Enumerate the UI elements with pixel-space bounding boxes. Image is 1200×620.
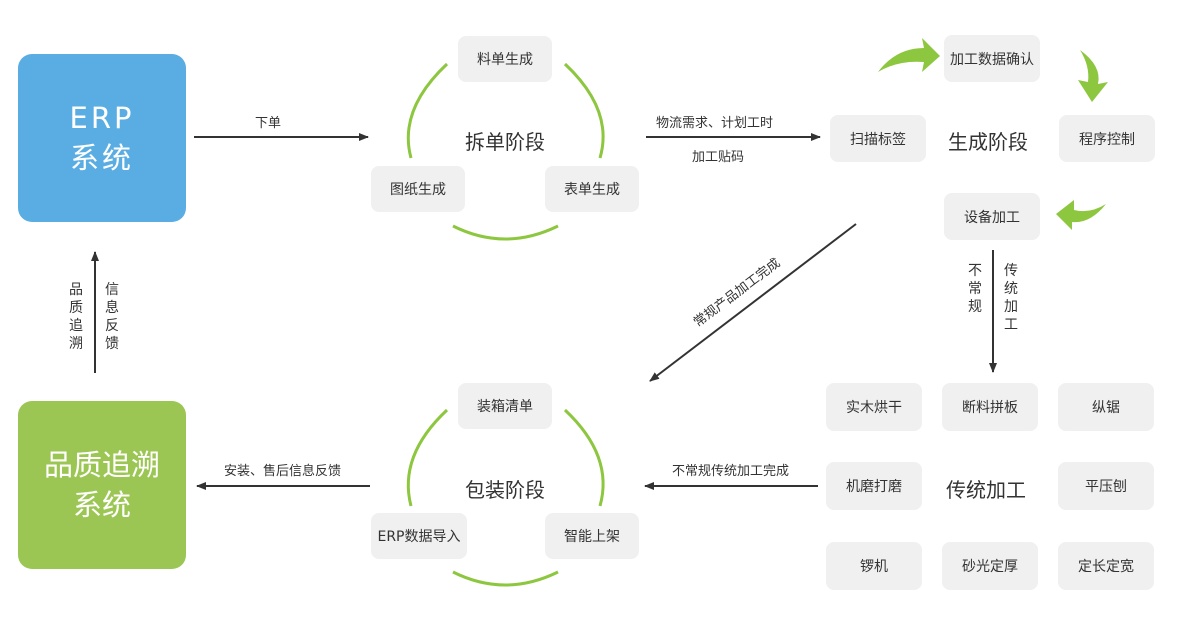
erp-system-box: ERP 系统 [18, 54, 186, 222]
production-item-scan-label: 扫描标签 [830, 115, 926, 162]
quality-system-line2: 系统 [72, 488, 131, 522]
label-trace-vertical: 品质追溯 [69, 282, 83, 352]
curved-arrow-right-icon [878, 38, 940, 72]
split-item-drawing: 图纸生成 [371, 166, 465, 212]
label-logistics: 物流需求、计划工时 [656, 116, 774, 131]
traditional-item-planer: 平压刨 [1058, 462, 1154, 510]
quality-system-line1: 品质追溯 [43, 448, 160, 482]
production-item-equipment: 设备加工 [944, 193, 1040, 240]
packing-stage-title: 包装阶段 [465, 478, 545, 502]
regular-done-arrow [649, 223, 857, 382]
split-stage-title: 拆单阶段 [465, 130, 545, 154]
quality-system-box: 品质追溯 系统 [18, 401, 186, 569]
label-labeling: 加工贴码 [692, 150, 745, 165]
traditional-item-drying: 实木烘干 [826, 383, 922, 431]
curved-arrow-left-icon [1056, 200, 1106, 230]
label-install-feedback: 安装、售后信息反馈 [224, 464, 342, 479]
label-irregular-done: 不常规传统加工完成 [672, 464, 790, 479]
traditional-item-rip-saw: 纵锯 [1058, 383, 1154, 431]
label-irregular-vertical: 不常规 [968, 263, 982, 315]
production-item-program-control: 程序控制 [1059, 115, 1155, 162]
production-item-data-confirm: 加工数据确认 [944, 35, 1040, 82]
erp-system-line1: ERP [69, 101, 135, 135]
label-traditional-vertical: 传统加工 [1004, 263, 1018, 333]
packing-item-list: 装箱清单 [458, 383, 552, 429]
production-stage-title: 生成阶段 [948, 130, 1028, 154]
split-item-form: 表单生成 [545, 166, 639, 212]
split-cycle-arcs [406, 62, 605, 241]
traditional-item-panel: 断料拼板 [942, 383, 1038, 431]
packing-item-smart-shelf: 智能上架 [545, 513, 639, 559]
label-order: 下单 [255, 116, 282, 131]
green-curved-arrows [878, 38, 1108, 230]
erp-system-line2: 系统 [69, 141, 134, 175]
traditional-stage-title: 传统加工 [946, 478, 1026, 502]
traditional-item-length-width: 定长定宽 [1058, 542, 1154, 590]
traditional-item-thickness-sanding: 砂光定厚 [942, 542, 1038, 590]
traditional-item-router: 锣机 [826, 542, 922, 590]
split-item-material-list: 料单生成 [458, 36, 552, 82]
curved-arrow-down-icon [1078, 50, 1108, 102]
traditional-item-sanding: 机磨打磨 [826, 462, 922, 510]
packing-item-erp-import: ERP数据导入 [371, 513, 467, 559]
packing-cycle-arcs [406, 408, 605, 587]
label-info-feedback-vertical: 信息反馈 [105, 282, 119, 352]
flow-arrows [91, 133, 997, 490]
